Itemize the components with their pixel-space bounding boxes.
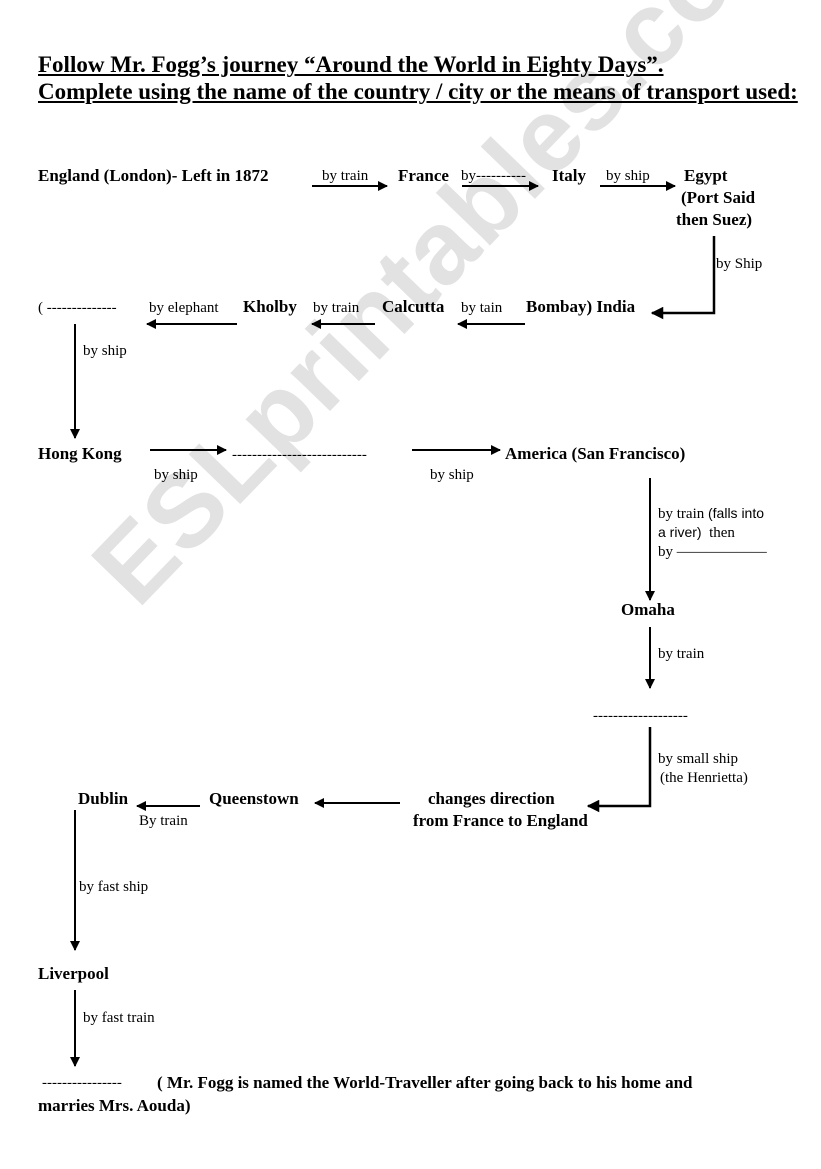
blank-stop: ( -------------- bbox=[38, 300, 117, 316]
stop-suez: then Suez) bbox=[676, 210, 753, 229]
stop-dublin: Dublin bbox=[78, 789, 129, 808]
transport-label: by train bbox=[313, 300, 360, 316]
stop-liverpool: Liverpool bbox=[38, 964, 109, 983]
stop-port-said: (Port Said bbox=[681, 188, 756, 207]
title-line-1: Follow Mr. Fogg’s journey “Around the Wo… bbox=[38, 52, 664, 77]
transport-note: a river) then bbox=[658, 524, 735, 542]
transport-label: by elephant bbox=[149, 300, 219, 316]
blank-transport: by---------- bbox=[461, 168, 526, 184]
stop-england: England (London)- Left in 1872 bbox=[38, 166, 269, 185]
ending-text-line1: ( Mr. Fogg is named the World-Traveller … bbox=[157, 1073, 693, 1092]
title-line-2: Complete using the name of the country /… bbox=[38, 78, 798, 104]
arrow-egypt-india bbox=[650, 236, 716, 320]
stop-queenstown: Queenstown bbox=[209, 789, 299, 808]
stop-france: France bbox=[398, 166, 449, 185]
transport-label: by ship bbox=[430, 467, 474, 483]
transport-label: by fast train bbox=[83, 1010, 155, 1026]
stop-kholby: Kholby bbox=[243, 297, 297, 316]
transport-label: by ship bbox=[83, 343, 127, 359]
blank-transport: by —————— bbox=[658, 544, 767, 560]
then-text: then bbox=[709, 525, 735, 541]
stop-bombay-india: Bombay) India bbox=[526, 297, 636, 316]
ending-text-line2: marries Mrs. Aouda) bbox=[38, 1096, 191, 1115]
blank-stop: ---------------- bbox=[42, 1075, 122, 1091]
stop-hong-kong: Hong Kong bbox=[38, 444, 122, 463]
falls-into-text: (falls into bbox=[708, 505, 765, 521]
transport-label: by fast ship bbox=[79, 879, 149, 895]
stop-omaha: Omaha bbox=[621, 600, 675, 619]
blank-stop: ------------------- bbox=[593, 708, 688, 724]
by-train-text: by train bbox=[658, 506, 705, 522]
transport-label: by ship bbox=[606, 168, 650, 184]
transport-label: By train bbox=[139, 813, 188, 829]
transport-label: by Ship bbox=[716, 256, 763, 272]
stop-calcutta: Calcutta bbox=[382, 297, 445, 316]
ship-name: (the Henrietta) bbox=[660, 770, 748, 786]
change-direction-line1: changes direction bbox=[428, 789, 555, 808]
blank-stop: --------------------------- bbox=[232, 447, 367, 463]
transport-label: by tain bbox=[461, 300, 503, 316]
arrow-blank-changes bbox=[586, 727, 652, 813]
transport-label: by small ship bbox=[658, 751, 739, 767]
change-direction-line2: from France to England bbox=[413, 811, 588, 830]
transport-label: by train (falls into bbox=[658, 505, 765, 523]
stop-america: America (San Francisco) bbox=[505, 444, 686, 463]
transport-label: by train bbox=[658, 646, 705, 662]
a-river-text: a river) bbox=[658, 524, 702, 540]
worksheet-title: Follow Mr. Fogg’s journey “Around the Wo… bbox=[38, 52, 798, 106]
transport-label: by ship bbox=[154, 467, 198, 483]
stop-italy: Italy bbox=[552, 166, 586, 185]
transport-label: by train bbox=[322, 168, 369, 184]
stop-egypt: Egypt bbox=[684, 166, 728, 185]
